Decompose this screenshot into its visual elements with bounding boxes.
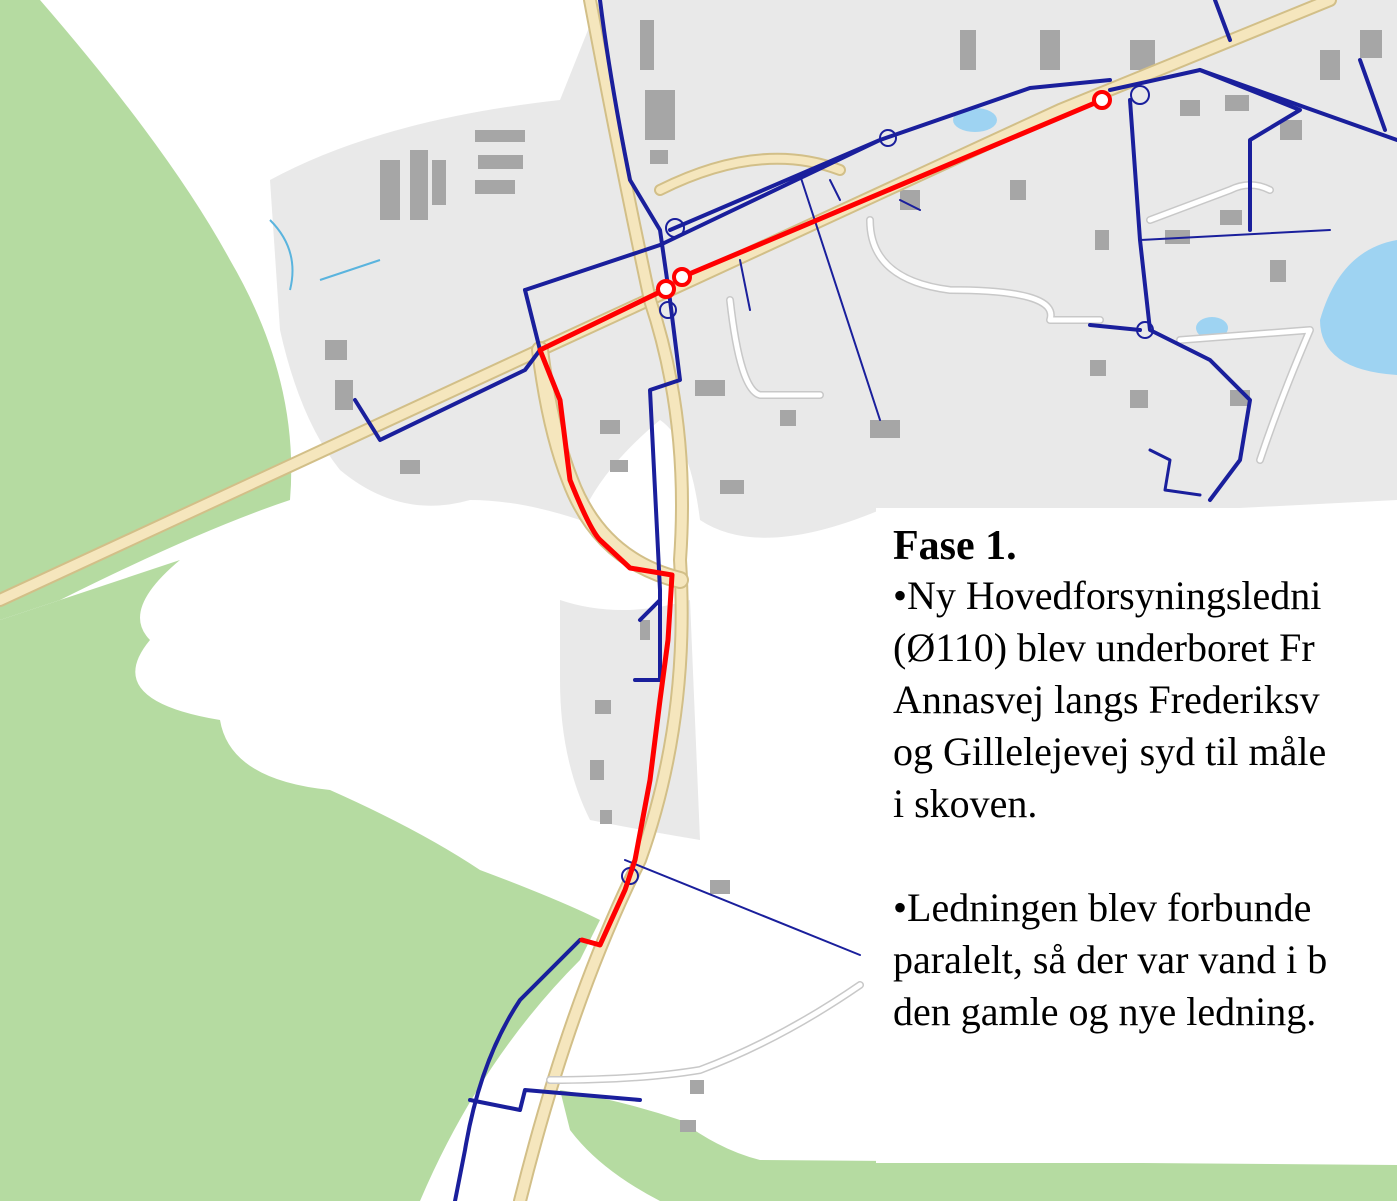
connection-point-icon <box>672 267 692 287</box>
valve-icon <box>1136 321 1154 339</box>
building-layer <box>325 20 1382 1132</box>
road-south-east-fill <box>547 982 863 1083</box>
bullet-1: •Ny Hovedforsyningsledni (Ø110) blev und… <box>893 570 1397 830</box>
forest-south <box>560 1090 1397 1201</box>
forest-southwest <box>0 560 600 1201</box>
road-layer <box>0 0 1337 1201</box>
pipe-ns <box>598 0 682 682</box>
pipe-thin-3 <box>1148 448 1202 497</box>
forest-west <box>0 0 292 620</box>
bullet-line: den gamle og nye ledning. <box>893 989 1317 1034</box>
valve-icon <box>1130 85 1150 105</box>
bullet-line: •Ledningen blev forbunde <box>893 885 1312 930</box>
road-main <box>0 0 1335 605</box>
lake-east <box>1320 240 1397 375</box>
bullet-line: i skoven. <box>893 781 1038 826</box>
valve-icon <box>879 129 897 147</box>
road-side-4-fill <box>1147 182 1273 223</box>
connection-point-icon <box>656 279 676 299</box>
pipe-west <box>353 288 542 442</box>
bullet-line: Annasvej langs Frederiksv <box>893 677 1320 722</box>
bullet-line: og Gillelejevej syd til måle <box>893 729 1327 774</box>
connection-point-icon <box>1092 90 1112 110</box>
pond-1 <box>953 108 997 132</box>
valve-icon <box>659 301 677 319</box>
bullet-line: (Ø110) blev underboret Fr <box>893 625 1315 670</box>
pipe-thin-1 <box>739 174 921 421</box>
bullet-line: •Ny Hovedforsyningsledni <box>893 573 1322 618</box>
new-pipe-layer <box>537 90 1112 948</box>
road-side-1-fill <box>727 297 823 398</box>
road-ns <box>515 0 687 1201</box>
bullet-marker: • <box>893 573 908 618</box>
road-side-3-fill <box>1177 327 1313 463</box>
pipe-southwest <box>453 938 642 1201</box>
valve-icon <box>665 218 685 238</box>
road-side-2-fill <box>867 217 1103 323</box>
pipe-thin-2 <box>624 229 1331 956</box>
bullet-2: •Ledningen blev forbunde paralelt, så de… <box>893 882 1397 1038</box>
panel-title: Fase 1. <box>893 523 1017 569</box>
bullet-marker: • <box>893 885 908 930</box>
info-panel: Fase 1. •Ny Hovedforsyningsledni (Ø110) … <box>876 508 1397 1163</box>
pipe-east-2 <box>1198 0 1387 232</box>
stream-1 <box>269 219 381 291</box>
bullet-line: paralelt, så der var vand i b <box>893 937 1328 982</box>
existing-pipe-layer <box>353 0 1397 1201</box>
new-main-pipe <box>537 97 1105 948</box>
